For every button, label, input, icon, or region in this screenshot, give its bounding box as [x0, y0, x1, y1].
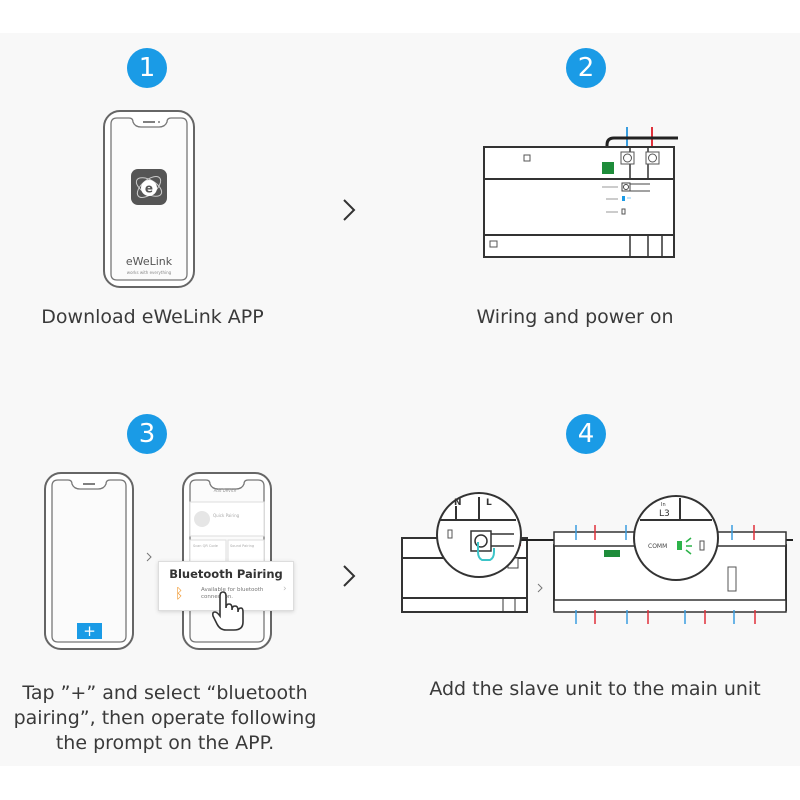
bluetooth-pairing-subtitle-2: connection.	[201, 594, 234, 600]
svg-text:e: e	[145, 182, 153, 196]
step-4-badge: 4	[566, 414, 606, 454]
chevron-right-icon	[146, 552, 152, 562]
step-3-badge: 3	[127, 414, 167, 454]
in-label: In	[661, 502, 666, 508]
chevron-right-icon	[343, 565, 356, 587]
comm-label: COMM	[648, 543, 668, 550]
device-wiring-diagram	[483, 127, 678, 258]
app-screen-title: Add Device	[213, 488, 237, 493]
neutral-label: N	[454, 498, 462, 508]
bluetooth-pairing-title: Bluetooth Pairing	[169, 567, 283, 581]
step-3-caption-line-3: the prompt on the APP.	[55, 732, 275, 754]
step-4-caption: Add the slave unit to the main unit	[429, 678, 761, 700]
app-name: eWeLink	[125, 255, 173, 268]
step-3-caption: Tap ”+” and select “bluetooth pairing”, …	[0, 681, 330, 756]
step-1-badge: 1	[127, 48, 167, 88]
live-label: L	[486, 498, 492, 508]
tap-hand-icon	[211, 591, 244, 631]
chevron-right-icon	[343, 199, 356, 221]
quick-pairing-option: Quick Pairing	[213, 513, 240, 518]
step-2-caption: Wiring and power on	[476, 306, 674, 328]
bluetooth-icon: ᛒ	[175, 586, 184, 602]
bluetooth-pairing-subtitle: Available for bluetooth	[201, 587, 264, 593]
app-tagline: works with everything	[126, 270, 172, 275]
step-3-caption-line-1: Tap ”+” and select “bluetooth	[22, 682, 308, 704]
add-device-button[interactable]: +	[77, 623, 102, 639]
sound-pairing-option: Sound Pairing	[230, 544, 255, 548]
master-slave-diagram	[401, 492, 793, 624]
step-3-caption-line-2: pairing”, then operate following	[13, 707, 317, 729]
l3-label: L3	[659, 509, 670, 519]
ewelink-logo-icon: e	[131, 169, 167, 205]
chevron-right-icon: ›	[283, 584, 287, 594]
scan-qr-option: Scan QR Code	[193, 544, 218, 548]
phone-home-illustration	[44, 472, 134, 650]
step-2-badge: 2	[566, 48, 606, 88]
step-1-caption: Download eWeLink APP	[41, 306, 264, 328]
